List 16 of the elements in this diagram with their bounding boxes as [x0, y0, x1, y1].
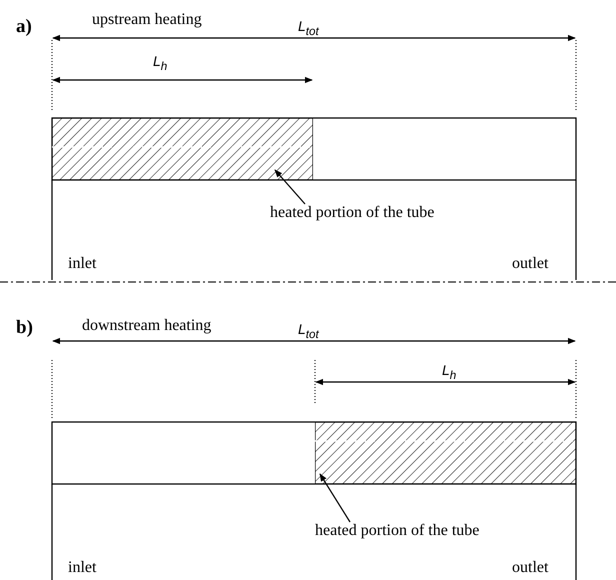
heated-section: [52, 118, 313, 180]
inlet-label: inlet: [68, 255, 96, 273]
annotation-text: heated portion of the tube: [270, 204, 434, 222]
panel-title: downstream heating: [82, 317, 212, 335]
panel-label: b): [16, 318, 33, 338]
panel-title: upstream heating: [92, 11, 202, 29]
inlet-label: inlet: [68, 559, 96, 577]
dimension-label: L$_{h}$: [442, 361, 456, 384]
heated-section: [315, 422, 576, 484]
outlet-label: outlet: [512, 255, 548, 273]
outlet-label: outlet: [512, 559, 548, 577]
dimension-label: L$_{h}$: [153, 52, 168, 75]
panel-label: a): [16, 17, 32, 37]
dimension-label: L$_{tot}$: [298, 17, 319, 40]
dimension-label: L$_{tot}$: [298, 320, 319, 343]
annotation-text: heated portion of the tube: [315, 522, 480, 540]
